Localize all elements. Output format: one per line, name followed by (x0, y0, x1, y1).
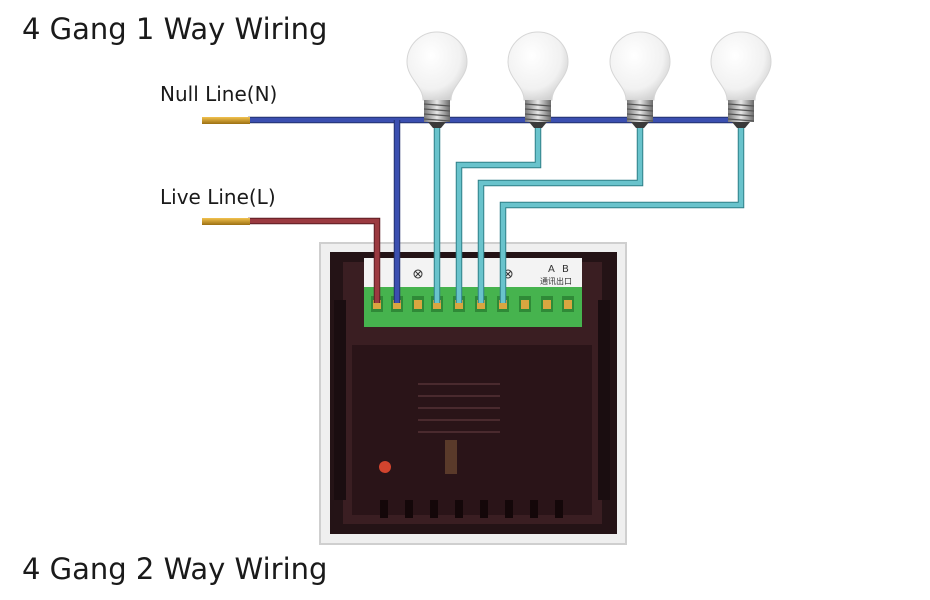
bulb-tip (732, 122, 750, 128)
panel-back-cover (352, 345, 592, 515)
bulb-thread (626, 113, 654, 117)
bulb-thread (727, 103, 755, 107)
status-led-icon (379, 461, 391, 473)
bulb-thread (727, 113, 755, 117)
panel-component (445, 440, 457, 474)
bulb-thread (727, 118, 755, 122)
bulb-thread (727, 108, 755, 112)
diagram-title-top: 4 Gang 1 Way Wiring (22, 12, 328, 46)
light-bulbs (406, 31, 772, 128)
bulb-thread (524, 113, 552, 117)
load-wire-2 (456, 125, 541, 303)
panel-bottom-vents (380, 500, 563, 518)
terminal-contact (564, 300, 572, 309)
bulb-thread (524, 118, 552, 122)
comm-port-label: 通讯出口 (540, 276, 572, 286)
terminal-contact (433, 300, 441, 309)
live-line-label: Live Line(L) (160, 185, 276, 209)
panel-print-marks (418, 383, 500, 433)
panel-right-rail (598, 300, 610, 500)
bulb-thread (626, 118, 654, 122)
terminal-contact (521, 300, 529, 309)
load-wire-4 (500, 125, 744, 303)
terminal-contact (373, 300, 381, 309)
comm-port-a-label: A (548, 264, 555, 275)
bulb-thread (626, 108, 654, 112)
terminal-contact (477, 300, 485, 309)
terminal-contact (455, 300, 463, 309)
switch-panel: A B 通讯出口 (319, 242, 627, 545)
diagram-title-bottom: 4 Gang 2 Way Wiring (22, 552, 328, 586)
bulb-thread (423, 118, 451, 122)
comm-port-b-label: B (562, 264, 569, 275)
light-bulb-icon (507, 31, 569, 128)
bulb-glass (710, 31, 772, 101)
bulb-thread (423, 103, 451, 107)
bulb-glass (507, 31, 569, 101)
terminal-contact (414, 300, 422, 309)
light-bulb-icon (406, 31, 468, 128)
terminal-contact (393, 300, 401, 309)
terminal-contact (543, 300, 551, 309)
bulb-thread (626, 103, 654, 107)
bulb-thread (423, 108, 451, 112)
bulb-tip (631, 122, 649, 128)
null-line-label: Null Line(N) (160, 82, 278, 106)
bulb-thread (524, 103, 552, 107)
bulb-glass (406, 31, 468, 101)
bulb-glass (609, 31, 671, 101)
null-wire-copper-end (202, 117, 250, 124)
light-bulb-icon (710, 31, 772, 128)
bulb-thread (423, 113, 451, 117)
load-wire-3 (478, 125, 643, 303)
wires (248, 116, 745, 303)
panel-left-rail (334, 300, 346, 500)
terminal-contact (499, 300, 507, 309)
bulb-tip (529, 122, 547, 128)
bulb-thread (524, 108, 552, 112)
live-wire-copper-end (202, 218, 250, 225)
light-bulb-icon (609, 31, 671, 128)
bulb-tip (428, 122, 446, 128)
